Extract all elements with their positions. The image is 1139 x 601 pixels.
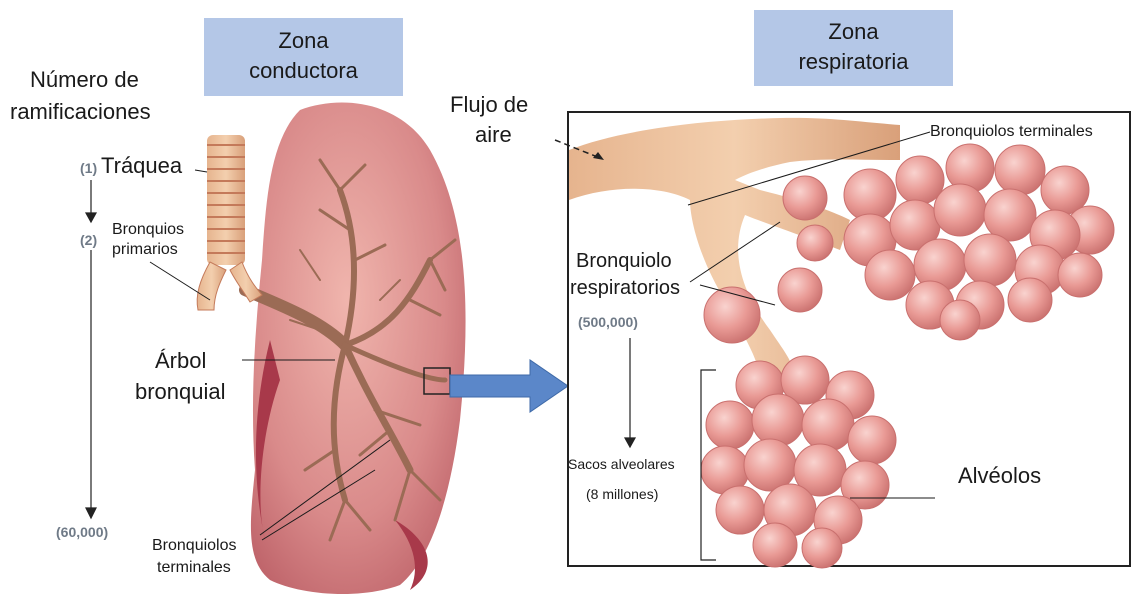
terminal-bronchioles-line2: terminales xyxy=(152,557,237,579)
trachea-label: Tráquea xyxy=(101,153,182,179)
airflow-label: Flujo de aire xyxy=(450,90,528,150)
respiratory-bronchiole-line1: Bronquiolo xyxy=(570,248,680,275)
airflow-line2: aire xyxy=(450,120,528,150)
respiratory-bronchiole-line2: respiratorios xyxy=(570,275,680,302)
branch-count-title-line1: Número de xyxy=(30,64,139,96)
primary-bronchi-line1: Bronquios xyxy=(112,220,184,240)
zone-conducting-line1: Zona xyxy=(204,26,403,56)
terminal-bronchioles-count: (60,000) xyxy=(56,524,108,540)
bronchial-tree-label: Árbol bronquial xyxy=(135,345,226,407)
trachea xyxy=(197,135,262,310)
terminal-bronchioles-line1: Bronquiolos xyxy=(152,535,237,557)
alveolar-sac-lower xyxy=(701,356,896,568)
branch-count-title: Número de xyxy=(30,64,139,96)
primary-bronchi-count: (2) xyxy=(80,232,97,248)
bronchial-tree-line2: bronquial xyxy=(135,376,226,407)
respiratory-bronchiole-count: (500,000) xyxy=(578,314,638,330)
zone-conducting-box: Zona conductora xyxy=(204,18,403,96)
respiratory-bronchiole-alveolus xyxy=(704,287,760,343)
zoom-arrow xyxy=(450,360,568,412)
primary-bronchi-line2: primarios xyxy=(112,240,184,260)
zone-respiratory-line1: Zona xyxy=(754,17,953,47)
bronchial-tree-line1: Árbol xyxy=(135,345,226,376)
primary-bronchi-label: Bronquios primarios xyxy=(112,220,184,260)
zone-respiratory-line2: respiratoria xyxy=(754,47,953,77)
terminal-bronchioles-label: Bronquiolos terminales xyxy=(152,535,237,579)
zone-conducting-line2: conductora xyxy=(204,56,403,86)
alveoli-label: Alvéolos xyxy=(958,463,1041,489)
airflow-line1: Flujo de xyxy=(450,90,528,120)
alveolar-sacs-count: (8 millones) xyxy=(586,486,658,503)
alveolar-sacs-label: Sacos alveolares xyxy=(568,456,675,473)
alveoli-cluster-upper xyxy=(778,144,1114,340)
terminal-bronchioles-inset-label: Bronquiolos terminales xyxy=(930,122,1093,142)
branch-count-title-2: ramificaciones xyxy=(10,96,151,128)
respiratory-bronchiole-label: Bronquiolo respiratorios xyxy=(570,248,680,302)
trachea-count: (1) xyxy=(80,160,97,176)
branch-count-title-line2: ramificaciones xyxy=(10,96,151,128)
zone-respiratory-box: Zona respiratoria xyxy=(754,10,953,86)
